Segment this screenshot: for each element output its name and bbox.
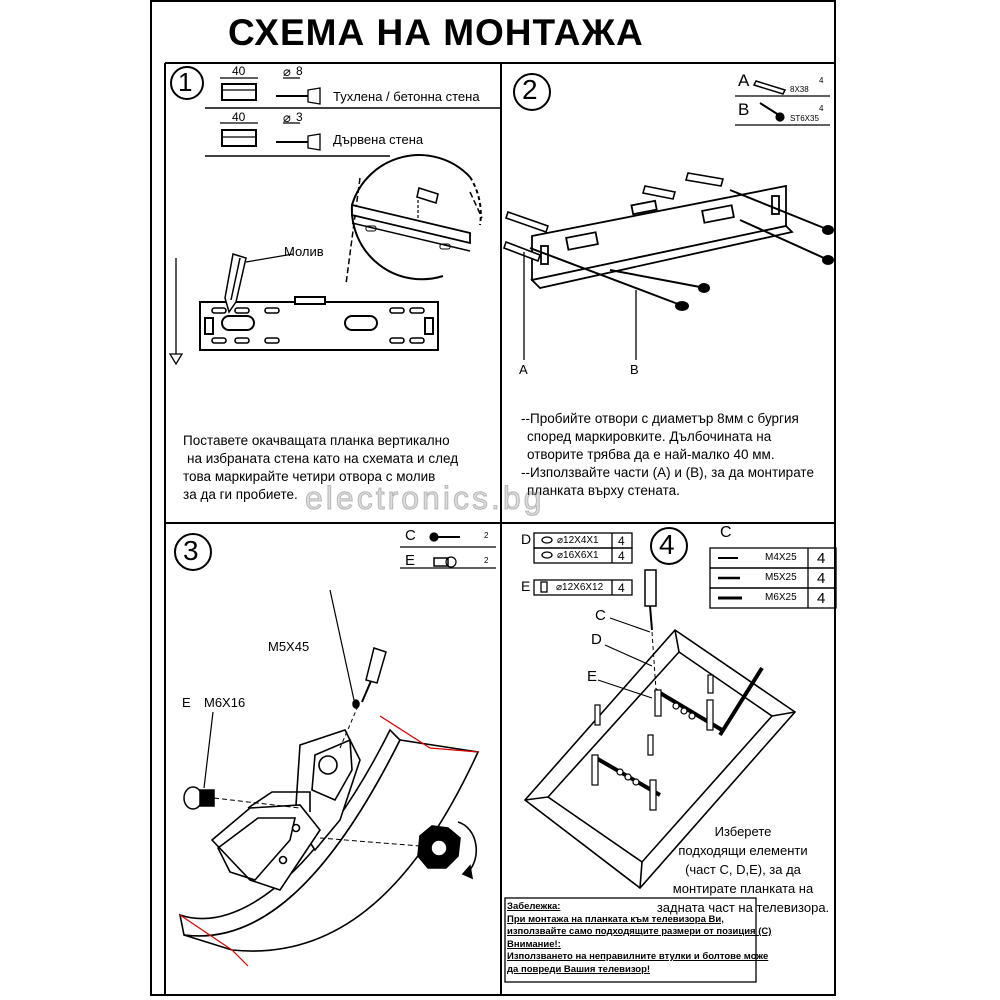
- knob: [319, 821, 477, 880]
- part-c-letter: C: [405, 527, 416, 544]
- tv-screws: [591, 674, 714, 811]
- screw-qty-m5: 4: [817, 570, 826, 587]
- screw-m5x45-label: M5X45: [268, 639, 310, 654]
- wall-type-wood: Дървена стена: [333, 132, 424, 147]
- tv-brackets: [594, 666, 764, 797]
- anchors-a: [502, 172, 725, 263]
- wall-plate: [199, 296, 439, 351]
- drill-spec-wood: [205, 122, 390, 157]
- step-4-instructions: Изберете подходящи елементи (част C, D,E…: [656, 824, 830, 915]
- bracket-assembly: [178, 715, 480, 967]
- screw-size-m5: M5X25: [765, 572, 797, 583]
- part-e-qty: 2: [484, 556, 489, 565]
- step-4-number: 4: [659, 529, 675, 560]
- magnified-detail: [345, 154, 483, 285]
- screw-qty-m4: 4: [817, 550, 826, 567]
- step-1-instructions: Поставете окачващата планка вертикално н…: [183, 433, 459, 502]
- pencil-label: Молив: [284, 244, 324, 259]
- bolt-e-letter: E: [182, 695, 191, 710]
- washer-size-1: ⌀12X4X1: [557, 535, 599, 546]
- part-e-letter: E: [405, 552, 416, 569]
- callout-lines-ab: [523, 252, 637, 360]
- screw-size-m6: M6X25: [765, 592, 797, 603]
- part-c-letter-4: C: [720, 524, 732, 541]
- callout-a: A: [519, 362, 528, 377]
- step-circles: [170, 66, 688, 571]
- part-e-letter-4: E: [521, 578, 531, 594]
- washer-qty-1: 4: [618, 534, 625, 548]
- pencil: [224, 253, 294, 314]
- watermark: electronics.bg: [304, 480, 545, 517]
- part-b-qty: 4: [819, 104, 824, 113]
- washer-qty-2: 4: [618, 549, 625, 563]
- washer-size-2: ⌀16X6X1: [557, 550, 599, 561]
- vertical-arrow: [168, 258, 184, 366]
- part-a-qty: 4: [819, 76, 824, 85]
- step2-parts-box: [735, 80, 830, 126]
- warning-note: Забележка: При монтажа на планката към т…: [507, 901, 772, 975]
- screws-b: [529, 189, 834, 311]
- step-2-instructions: --Пробийте отвори с диаметър 8мм с бурги…: [521, 411, 814, 498]
- diameter-icon: ⌀: [283, 110, 291, 125]
- spacer-size: ⌀12X6X12: [556, 582, 604, 593]
- mounted-plate: [530, 184, 794, 289]
- page-title: СХЕМА НА МОНТАЖА: [228, 12, 644, 53]
- callout-c: C: [595, 607, 606, 624]
- page-frame: [150, 0, 836, 996]
- screw-size-m4: M4X25: [765, 552, 797, 563]
- callout-d: D: [591, 631, 602, 648]
- tv-back: [523, 628, 797, 890]
- wall-type-brick: Тухлена / бетонна стена: [333, 89, 480, 104]
- part-a-letter: A: [738, 71, 750, 90]
- spacer-qty: 4: [618, 581, 625, 595]
- step4-parts-tables: [533, 532, 837, 609]
- part-d-letter: D: [521, 531, 532, 547]
- step-2-number: 2: [522, 74, 538, 105]
- bolt-m6x16-label: M6X16: [204, 695, 246, 710]
- step-1-number: 1: [178, 67, 193, 97]
- drill-spec-brick: [205, 77, 500, 109]
- part-c-qty: 2: [484, 531, 489, 540]
- panel-grid: [164, 62, 836, 996]
- part-a-size: 8X38: [790, 85, 809, 94]
- part-b-letter: B: [738, 100, 750, 119]
- part-b-size: ST6X35: [790, 114, 819, 123]
- depth-label-2: 40: [232, 110, 246, 124]
- tv-screwdriver: [597, 569, 657, 699]
- diameter-icon: ⌀: [283, 64, 291, 79]
- step-3-number: 3: [183, 535, 199, 566]
- screw-qty-m6: 4: [817, 590, 826, 607]
- bolt-e: [183, 711, 301, 810]
- diameter-label-2: 3: [296, 110, 303, 124]
- step3-parts-box: [400, 532, 496, 569]
- diameter-label-1: 8: [296, 64, 303, 78]
- depth-label-1: 40: [232, 64, 246, 78]
- screwdriver-m5: [329, 589, 387, 749]
- text-box-step4: [504, 897, 757, 983]
- callout-b: B: [630, 362, 639, 377]
- callout-e: E: [587, 668, 598, 685]
